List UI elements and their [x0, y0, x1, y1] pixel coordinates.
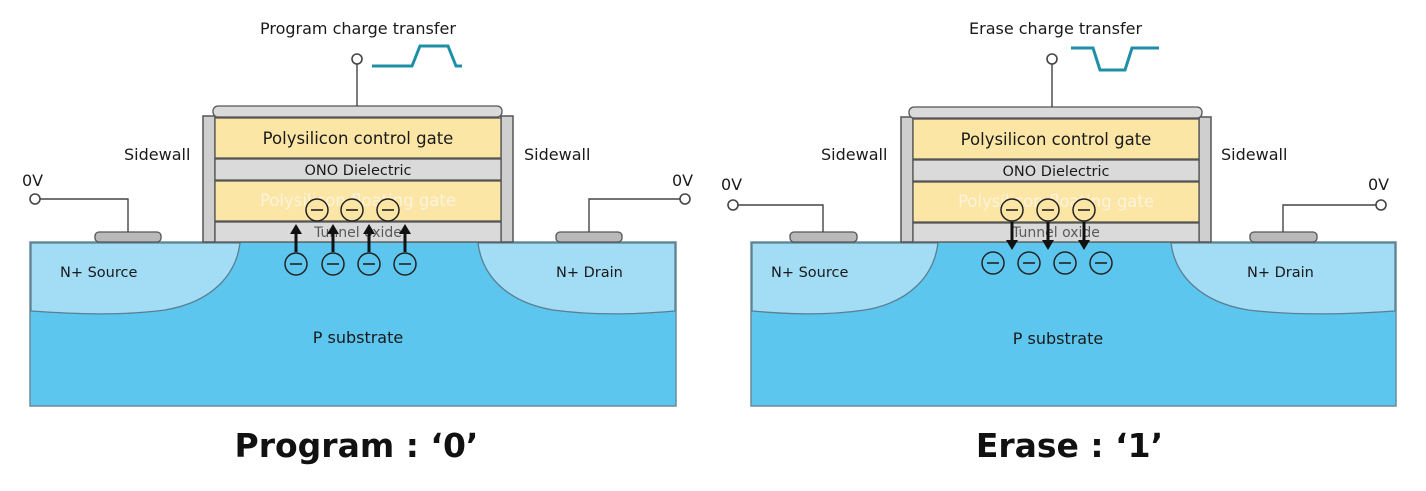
electron	[357, 252, 381, 276]
tunnel-oxide-label: Tunnel oxide	[1011, 225, 1100, 241]
source-terminal	[29, 193, 41, 205]
electron	[1089, 251, 1113, 275]
source-contact	[789, 231, 858, 243]
program-cell-diagram: Polysilicon control gate ONO Dielectric …	[22, 19, 693, 407]
voltage-left-label: 0V	[721, 175, 742, 194]
source-contact	[94, 231, 162, 243]
drain-label: N+ Drain	[556, 265, 623, 281]
drain-wire	[1282, 204, 1376, 232]
source-wire	[40, 198, 129, 232]
electron	[321, 252, 345, 276]
right-sidewall	[1198, 116, 1212, 243]
source-wire	[738, 204, 824, 232]
tunneling-arrow-down	[1006, 222, 1018, 250]
drain-label: N+ Drain	[1247, 265, 1314, 281]
electron	[1017, 251, 1041, 275]
drain-contact	[555, 231, 623, 243]
gate-terminal	[351, 53, 363, 65]
drain-contact	[1249, 231, 1318, 243]
right-sidewall	[500, 115, 514, 243]
dielectric-label: ONO Dielectric	[1003, 164, 1110, 180]
gate-contact-cap	[908, 106, 1203, 119]
erase-pulse-icon	[1071, 46, 1159, 72]
electron	[1072, 198, 1096, 222]
left-sidewall	[900, 116, 914, 243]
n-plus-drain-region	[477, 242, 676, 315]
dielectric-label: ONO Dielectric	[305, 163, 412, 179]
sidewall-left-label: Sidewall	[821, 145, 887, 164]
gate-terminal	[1046, 53, 1058, 65]
source-label: N+ Source	[60, 265, 137, 281]
sidewall-right-label: Sidewall	[524, 145, 590, 164]
electron	[1053, 251, 1077, 275]
electron	[284, 252, 308, 276]
electron	[376, 198, 400, 222]
drain-terminal	[1375, 199, 1387, 211]
tunnel-oxide-layer	[214, 221, 502, 243]
transfer-label: Program charge transfer	[260, 19, 456, 38]
tunneling-arrow-up	[327, 224, 339, 252]
electron	[340, 198, 364, 222]
control-gate-layer	[912, 118, 1200, 160]
program-panel: Polysilicon control gate ONO Dielectric …	[22, 19, 693, 465]
tunneling-arrow-down	[1042, 222, 1054, 250]
program-pulse-icon	[372, 44, 462, 68]
voltage-left-label: 0V	[22, 171, 43, 190]
gate-contact-cap	[212, 105, 503, 118]
tunneling-arrow-up	[290, 224, 302, 252]
electron	[1036, 198, 1060, 222]
control-gate-label: Polysilicon control gate	[961, 130, 1152, 149]
voltage-right-label: 0V	[1368, 175, 1389, 194]
drain-terminal	[679, 193, 691, 205]
erase-cell-diagram: Polysilicon control gate ONO Dielectric …	[721, 19, 1397, 407]
control-gate-layer	[214, 117, 502, 159]
electron	[393, 252, 417, 276]
electron	[305, 198, 329, 222]
tunnel-oxide-label: Tunnel oxide	[313, 225, 402, 241]
erase-caption: Erase : ‘1’	[975, 426, 1164, 465]
electron	[981, 251, 1005, 275]
transfer-label: Erase charge transfer	[969, 19, 1142, 38]
sidewall-left-label: Sidewall	[124, 145, 190, 164]
tunnel-oxide-layer	[912, 222, 1200, 243]
sidewall-right-label: Sidewall	[1221, 145, 1287, 164]
control-gate-label: Polysilicon control gate	[263, 129, 454, 148]
source-terminal	[727, 199, 739, 211]
tunneling-arrow-up	[399, 224, 411, 252]
tunneling-arrow-up	[363, 224, 375, 252]
source-label: N+ Source	[771, 265, 848, 281]
n-plus-drain-region	[1170, 242, 1396, 315]
n-plus-source-region	[751, 242, 939, 315]
n-plus-source-region	[30, 242, 241, 315]
drain-wire	[588, 198, 680, 232]
program-caption: Program : ‘0’	[234, 426, 479, 465]
electron	[1000, 198, 1024, 222]
ono-dielectric-layer	[912, 159, 1200, 182]
tunneling-arrow-down	[1078, 222, 1090, 250]
left-sidewall	[202, 115, 216, 243]
ono-dielectric-layer	[214, 158, 502, 181]
erase-panel: Polysilicon control gate ONO Dielectric …	[713, 0, 1426, 491]
substrate-label: P substrate	[313, 328, 403, 347]
substrate-label: P substrate	[1013, 329, 1103, 348]
voltage-right-label: 0V	[672, 171, 693, 190]
